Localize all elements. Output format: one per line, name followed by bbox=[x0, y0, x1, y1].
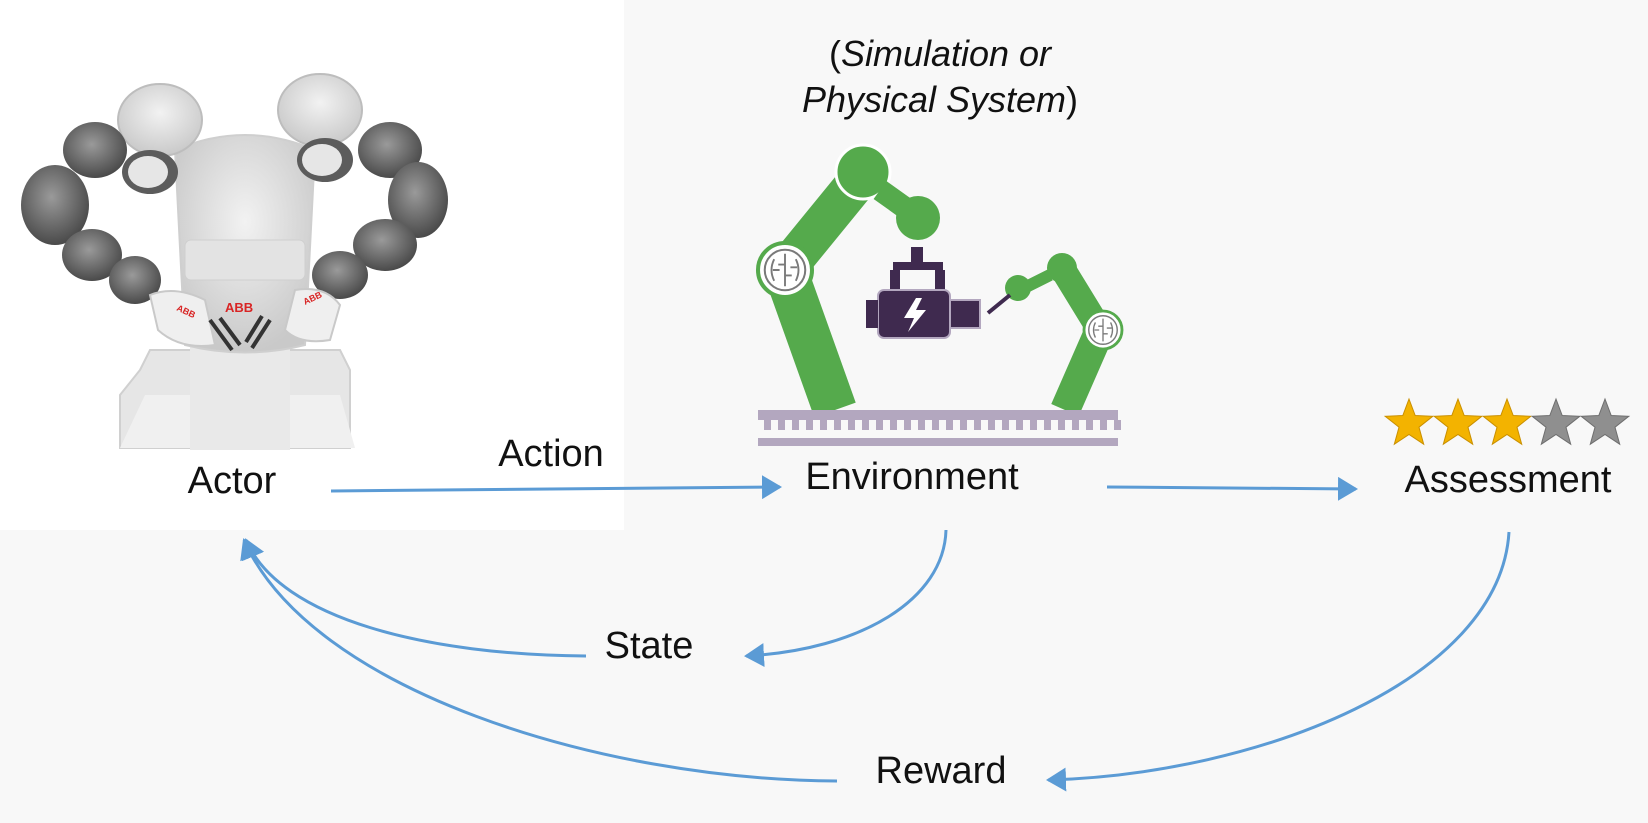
robot-arm-small-icon bbox=[986, 253, 1124, 417]
robot-arm-icon bbox=[758, 143, 940, 418]
star-empty-icon bbox=[1579, 397, 1631, 446]
reward-label: Reward bbox=[876, 750, 1007, 792]
assessment-label: Assessment bbox=[1405, 459, 1612, 501]
assessment-rating bbox=[1383, 397, 1631, 446]
environment-label: Environment bbox=[805, 456, 1019, 498]
engine-icon bbox=[866, 247, 981, 339]
star-filled-icon bbox=[1432, 397, 1484, 446]
action-label: Action bbox=[498, 433, 604, 475]
star-filled-icon bbox=[1383, 397, 1435, 446]
action-arrow bbox=[330, 475, 782, 500]
env-caption-line1: (Simulation or bbox=[829, 33, 1053, 74]
environment-icon bbox=[758, 143, 1124, 446]
state-to-actor-arrow bbox=[242, 538, 587, 658]
abb-logo-center: ABB bbox=[225, 300, 253, 315]
industrial-robot-photo: ABB ABB ABB bbox=[21, 73, 448, 450]
state-label: State bbox=[605, 625, 694, 667]
star-empty-icon bbox=[1530, 397, 1582, 446]
env-caption-line2: Physical System) bbox=[802, 79, 1078, 120]
star-filled-icon bbox=[1481, 397, 1533, 446]
state-arrow bbox=[744, 529, 948, 668]
reward-to-actor-arrow bbox=[240, 538, 838, 783]
assessment-to-reward-arrow bbox=[1046, 531, 1511, 792]
environment-to-assessment-arrow bbox=[1106, 476, 1358, 501]
conveyor-icon bbox=[758, 410, 1121, 446]
actor-label: Actor bbox=[188, 460, 277, 502]
